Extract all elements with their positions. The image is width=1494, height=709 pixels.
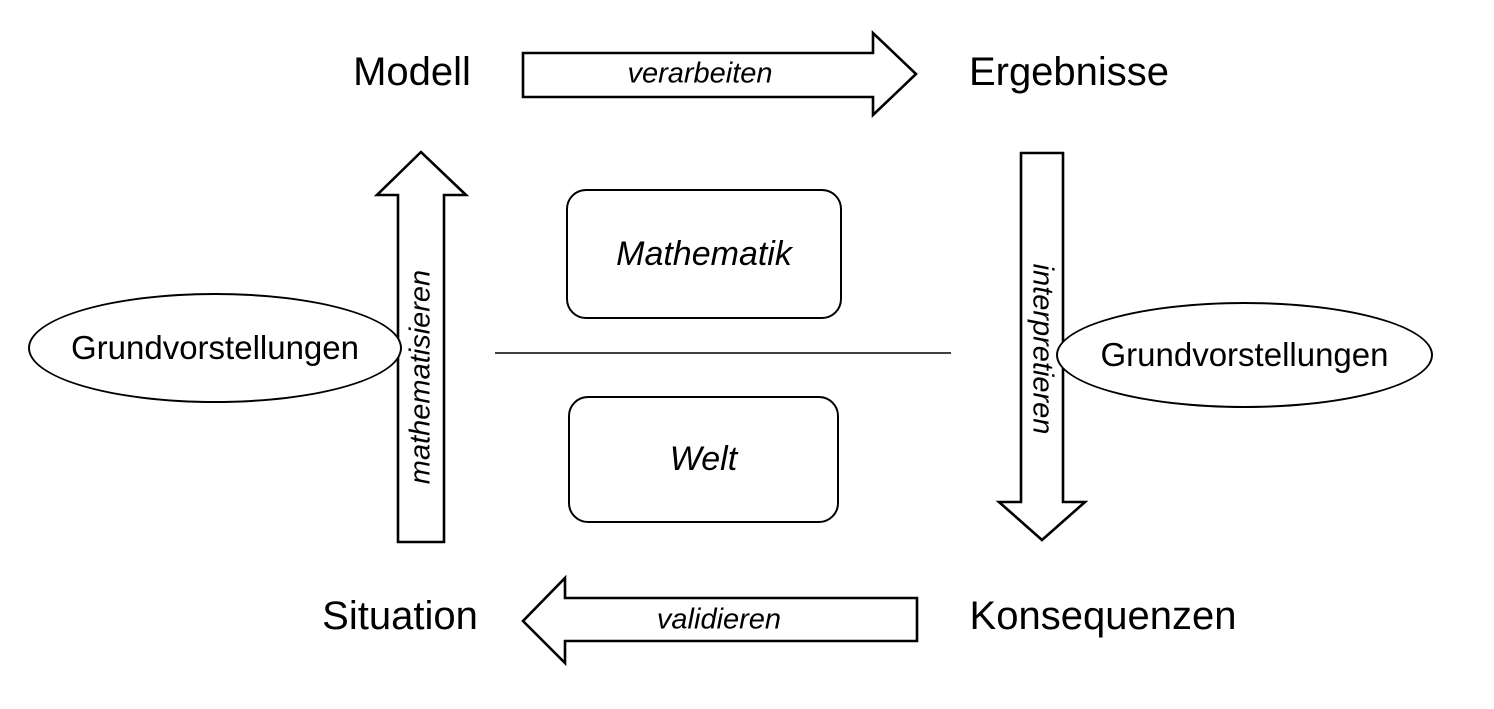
grundvorstellungen-right-ellipse: Grundvorstellungen — [1056, 302, 1433, 408]
node-modell: Modell — [353, 50, 471, 94]
grundvorstellungen-left-label: Grundvorstellungen — [70, 329, 359, 366]
grundvorstellungen-left-ellipse: Grundvorstellungen — [28, 293, 402, 403]
interpretieren-arrow-label: interpretieren — [1026, 263, 1059, 435]
node-konsequenzen: Konsequenzen — [969, 594, 1237, 638]
mathematisieren-arrow — [373, 150, 470, 544]
mathematik-box-label: Mathematik — [616, 234, 792, 273]
mathematisieren-arrow-label: mathematisieren — [404, 269, 437, 485]
welt-box-label: Welt — [669, 440, 738, 478]
interpretieren-arrow — [995, 151, 1089, 542]
mathematik-box: Mathematik — [566, 189, 842, 319]
validieren-arrow-label: validieren — [656, 603, 782, 636]
node-situation: Situation — [322, 594, 478, 638]
validieren-arrow — [521, 574, 919, 667]
verarbeiten-arrow-label: verarbeiten — [627, 57, 773, 90]
verarbeiten-arrow — [521, 29, 918, 119]
welt-box: Welt — [568, 396, 839, 523]
grundvorstellungen-right-label: Grundvorstellungen — [1100, 336, 1389, 373]
node-ergebnisse: Ergebnisse — [968, 50, 1170, 94]
